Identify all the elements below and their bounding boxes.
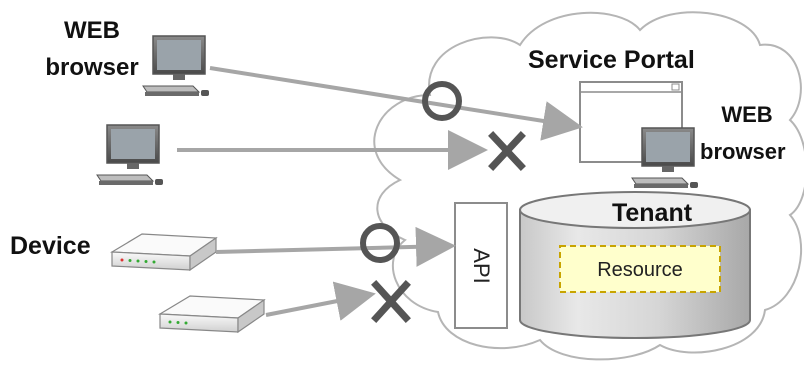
- label-device: Device: [10, 232, 91, 260]
- computer-icon-portal: [631, 127, 698, 188]
- label-web-browser-client-line2: browser: [45, 54, 138, 81]
- api-block: [454, 202, 508, 329]
- label-tenant: Tenant: [612, 199, 693, 227]
- arrow-device2-to-api-blocked: [265, 281, 376, 321]
- device-icon-1: [110, 233, 218, 272]
- denied-cross-icon-2: [371, 280, 411, 323]
- arrow-device1-to-api: [215, 226, 456, 267]
- label-web-browser-portal-line2: browser: [700, 139, 786, 164]
- label-web-browser-client-line1: WEB: [64, 17, 120, 44]
- resource-box: [559, 245, 721, 293]
- device-icon-2: [158, 295, 266, 334]
- arrows: [177, 66, 583, 321]
- label-resource: Resource: [597, 259, 683, 281]
- denied-cross-icon-1: [488, 131, 526, 171]
- computer-icon-client-2: [96, 124, 163, 185]
- label-service-portal: Service Portal: [528, 46, 695, 74]
- allowed-circle-icon-1: [422, 81, 462, 121]
- label-web-browser-portal-line1: WEB: [721, 102, 772, 127]
- allowed-circle-icon-2: [360, 223, 400, 263]
- computer-icon-client-1: [142, 35, 209, 96]
- arrow-client1-to-portal: [209, 66, 583, 141]
- label-api: API: [469, 248, 494, 283]
